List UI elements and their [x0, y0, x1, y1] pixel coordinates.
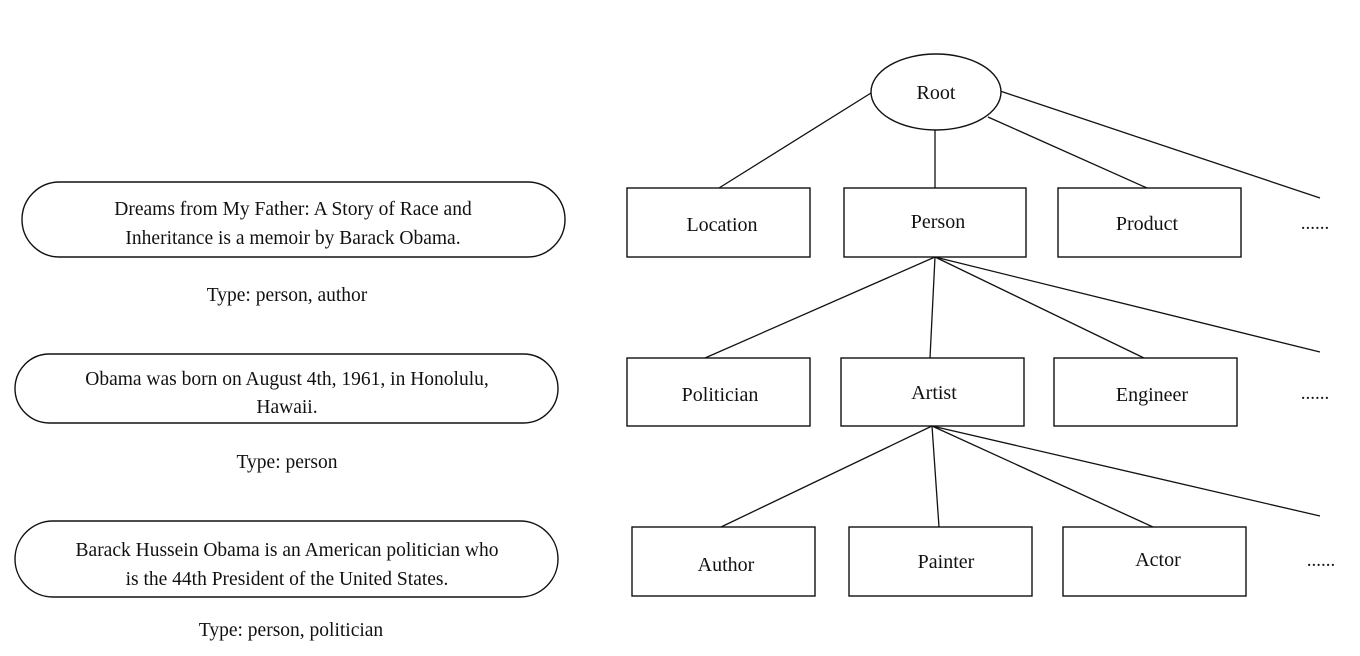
node-author [631, 526, 816, 597]
sentence-box-3 [14, 520, 559, 598]
level-2-nodes: Politician Artist Engineer ...... [626, 357, 1330, 427]
node-engineer-label: Engineer [1116, 384, 1189, 406]
sentence-1-line-1: Dreams from My Father: A Story of Race a… [114, 199, 472, 220]
edge-person-engineer [934, 256, 1145, 359]
ellipsis-level-2: ...... [1301, 383, 1330, 404]
edge-artist-author [720, 425, 933, 528]
node-product [1057, 187, 1242, 258]
edge-person-politician [704, 256, 936, 359]
sentence-3-line-2: is the 44th President of the United Stat… [126, 569, 449, 590]
node-painter-label: Painter [918, 551, 975, 573]
level-3-nodes: Author Painter Actor ...... [631, 526, 1336, 597]
sentence-2-line-1: Obama was born on August 4th, 1961, in H… [85, 369, 489, 390]
edge-artist-actor [931, 425, 1154, 528]
node-artist [840, 357, 1025, 427]
sentence-group-2: Obama was born on August 4th, 1961, in H… [14, 353, 559, 473]
node-person-label: Person [911, 211, 965, 233]
level-1-nodes: Location Person Product ...... [626, 187, 1330, 258]
node-artist-label: Artist [911, 382, 957, 404]
edge-root-product [987, 116, 1148, 189]
sentence-box-1 [21, 181, 566, 258]
node-location-label: Location [686, 214, 757, 236]
tree-edges [704, 90, 1321, 528]
sentence-2-type-label: Type: person [237, 452, 338, 473]
sentence-1-line-2: Inheritance is a memoir by Barack Obama. [125, 228, 460, 249]
root-node: Root [870, 53, 1002, 131]
node-person [843, 187, 1027, 258]
sentence-group-1: Dreams from My Father: A Story of Race a… [21, 181, 566, 306]
node-engineer [1053, 357, 1238, 427]
root-ellipse [870, 53, 1002, 131]
sentence-group-3: Barack Hussein Obama is an American poli… [14, 520, 559, 641]
node-painter [848, 526, 1033, 597]
edge-artist-painter [931, 425, 940, 528]
edge-artist-more [931, 425, 1321, 517]
sentence-3-line-1: Barack Hussein Obama is an American poli… [76, 540, 499, 561]
sentence-box-2 [14, 353, 559, 424]
sentence-1-type-label: Type: person, author [207, 285, 368, 306]
node-actor [1062, 526, 1247, 597]
edge-person-artist [929, 256, 936, 359]
edge-root-more [999, 90, 1321, 199]
ellipsis-level-1: ...... [1301, 213, 1330, 234]
node-product-label: Product [1116, 213, 1179, 235]
sentence-2-line-2: Hawaii. [256, 397, 317, 418]
node-politician [626, 357, 811, 427]
node-politician-label: Politician [682, 384, 759, 406]
node-location [626, 187, 811, 258]
root-label: Root [917, 82, 956, 104]
sentence-3-type-label: Type: person, politician [199, 620, 384, 641]
edge-person-more [934, 256, 1321, 353]
node-author-label: Author [698, 554, 755, 576]
ellipsis-level-3: ...... [1307, 550, 1336, 571]
edge-root-location [718, 92, 872, 189]
node-actor-label: Actor [1135, 549, 1181, 571]
